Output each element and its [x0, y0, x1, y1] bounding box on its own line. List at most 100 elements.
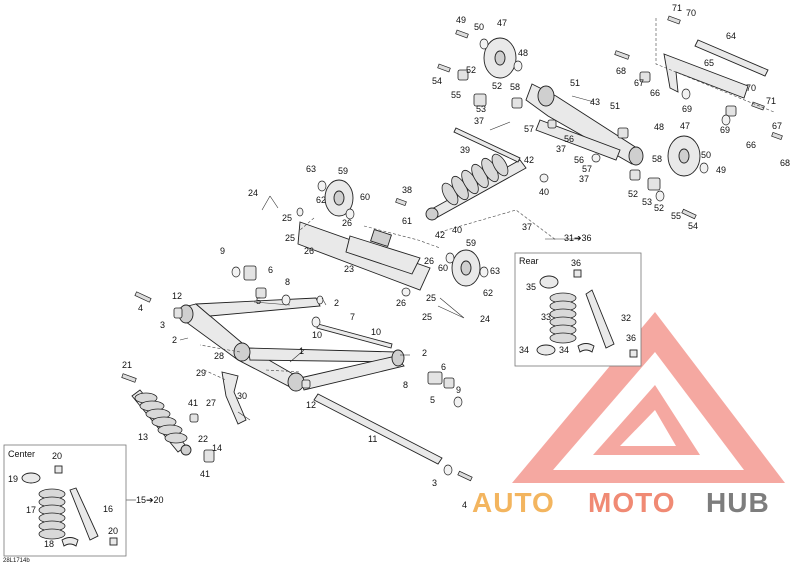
front-shock-absorber	[131, 389, 192, 456]
callout-55: 55	[451, 90, 461, 100]
callout-58: 58	[652, 154, 662, 164]
callout-59: 59	[466, 238, 476, 248]
callout-9: 9	[220, 246, 225, 256]
callout-17: 17	[26, 505, 36, 515]
callout-7: 7	[350, 312, 355, 322]
callout-52: 52	[492, 81, 502, 91]
callout-49: 49	[716, 165, 726, 175]
callout-30: 30	[237, 391, 247, 401]
callout-60: 60	[360, 192, 370, 202]
callout-9: 9	[456, 385, 461, 395]
callout-51: 51	[570, 78, 580, 88]
callout-16: 16	[103, 504, 113, 514]
callout-26: 26	[396, 298, 406, 308]
callout-25: 25	[282, 213, 292, 223]
callout-41: 41	[200, 469, 210, 479]
callout-12: 12	[306, 400, 316, 410]
callout-6: 6	[441, 362, 446, 372]
callout-60: 60	[438, 263, 448, 273]
callout-37: 37	[522, 222, 532, 232]
callout-34: 34	[559, 345, 569, 355]
callout-69: 69	[720, 125, 730, 135]
callout-20: 20	[108, 526, 118, 536]
callout-5: 5	[256, 296, 261, 306]
callout-47: 47	[497, 18, 507, 28]
callout-71: 71	[672, 3, 682, 13]
callout-2: 2	[172, 335, 177, 345]
watermark-triangle	[512, 312, 785, 483]
callout-39: 39	[460, 145, 470, 155]
callout-51: 51	[610, 101, 620, 111]
callout-66: 66	[650, 88, 660, 98]
callout-68: 68	[780, 158, 790, 168]
callout-23: 23	[344, 264, 354, 274]
callout-28: 28	[214, 351, 224, 361]
callout-62: 62	[316, 195, 326, 205]
callout-70: 70	[686, 8, 696, 18]
drawing-code: 28L1714b	[3, 558, 30, 564]
callout-66: 66	[746, 140, 756, 150]
watermark-moto: MOTO	[588, 487, 675, 518]
callout-57: 57	[524, 124, 534, 134]
callout-25: 25	[285, 233, 295, 243]
callout-25: 25	[422, 312, 432, 322]
callout-26: 26	[304, 246, 314, 256]
shaft-39	[453, 127, 521, 163]
callout-48: 48	[518, 48, 528, 58]
center-range-label: 15➔20	[136, 495, 164, 505]
callout-71: 71	[766, 96, 776, 106]
callout-37: 37	[579, 174, 589, 184]
callout-49: 49	[456, 15, 466, 25]
front-arm-assembly	[178, 297, 405, 392]
callout-58: 58	[510, 82, 520, 92]
leader-lines	[126, 95, 595, 501]
callout-64: 64	[726, 31, 736, 41]
callout-52: 52	[466, 65, 476, 75]
callout-56: 56	[574, 155, 584, 165]
callout-41: 41	[188, 398, 198, 408]
watermark-hub: HUB	[706, 487, 770, 518]
callout-67: 67	[634, 78, 644, 88]
callout-62: 62	[483, 288, 493, 298]
callout-numbers: 1 2 2 2 3 3 4 4 5 5 6 6 7 8 8 9 9 10 10 …	[8, 3, 790, 549]
callout-37: 37	[556, 144, 566, 154]
rear-inset-title: Rear	[519, 256, 539, 266]
callout-5: 5	[430, 395, 435, 405]
callout-52: 52	[628, 189, 638, 199]
callout-20: 20	[52, 451, 62, 461]
hardware-washers	[231, 38, 731, 476]
callout-13: 13	[138, 432, 148, 442]
callout-57: 57	[582, 164, 592, 174]
rear-range-label: 31➔36	[564, 233, 592, 243]
callout-18: 18	[44, 539, 54, 549]
callout-50: 50	[474, 22, 484, 32]
callout-63: 63	[490, 266, 500, 276]
callout-61: 61	[402, 216, 412, 226]
idler-wheel-47b	[667, 135, 701, 177]
callout-59: 59	[338, 166, 348, 176]
reference-dashed-lines	[199, 18, 775, 381]
callout-54: 54	[432, 76, 442, 86]
callout-14: 14	[212, 443, 222, 453]
callout-10: 10	[371, 327, 381, 337]
callout-6: 6	[268, 265, 273, 275]
callout-25: 25	[426, 293, 436, 303]
callout-26: 26	[424, 256, 434, 266]
callout-26: 26	[342, 218, 352, 228]
callout-70: 70	[746, 83, 756, 93]
callout-37: 37	[474, 116, 484, 126]
callout-24: 24	[480, 314, 490, 324]
rear-shaft-64	[694, 39, 769, 77]
watermark-auto: AUTO	[472, 487, 555, 518]
callout-43: 43	[590, 97, 600, 107]
callout-21: 21	[122, 360, 132, 370]
callout-4: 4	[138, 303, 143, 313]
callout-2: 2	[422, 348, 427, 358]
callout-42: 42	[524, 155, 534, 165]
center-inset-title: Center	[8, 449, 35, 459]
callout-63: 63	[306, 164, 316, 174]
cross-shaft-23	[297, 221, 431, 291]
callout-12: 12	[172, 291, 182, 301]
idler-wheel-59b	[451, 249, 481, 287]
